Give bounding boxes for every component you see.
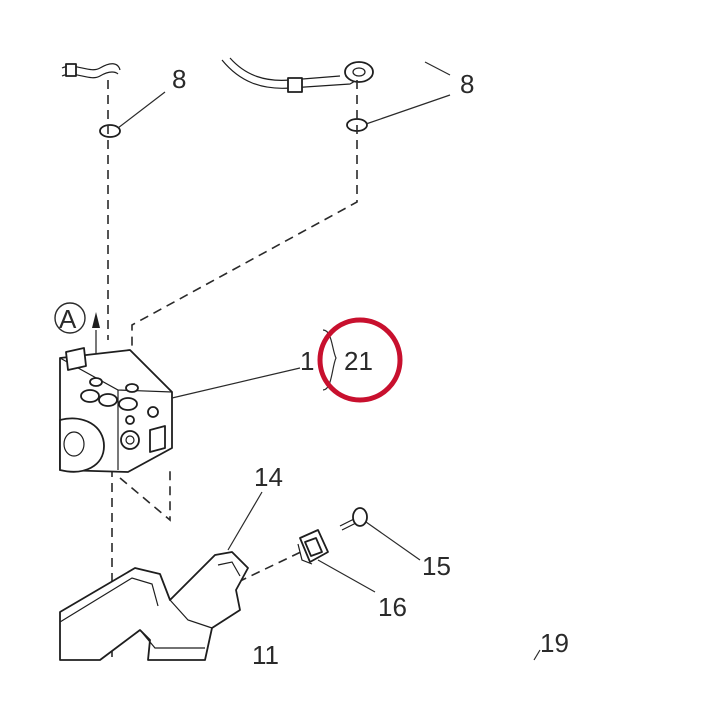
callout-1: 1 — [300, 346, 314, 376]
washer-left — [99, 124, 121, 138]
brake-line-right — [221, 57, 451, 93]
view-a-circle — [54, 302, 86, 334]
callout-8-left: 8 — [172, 64, 186, 94]
mounting-bracket — [59, 551, 249, 661]
callout-14: 14 — [254, 462, 283, 492]
callout-11: 11 — [252, 640, 279, 670]
assembly-line-bracket — [119, 470, 171, 522]
highlight-circle — [317, 317, 403, 403]
callout-16: 16 — [378, 592, 407, 622]
assembly-line-clip — [237, 549, 306, 583]
mounting-bolt — [339, 507, 368, 531]
callout-19: 19 — [540, 628, 569, 658]
callout-21: 21 — [344, 346, 373, 376]
brake-line-left — [61, 63, 121, 79]
callout-8-right: 8 — [460, 69, 474, 99]
view-a-label: A — [59, 304, 77, 334]
retaining-clip — [297, 529, 329, 565]
callout-15: 15 — [422, 551, 451, 581]
abs-modulator-unit — [59, 347, 173, 473]
